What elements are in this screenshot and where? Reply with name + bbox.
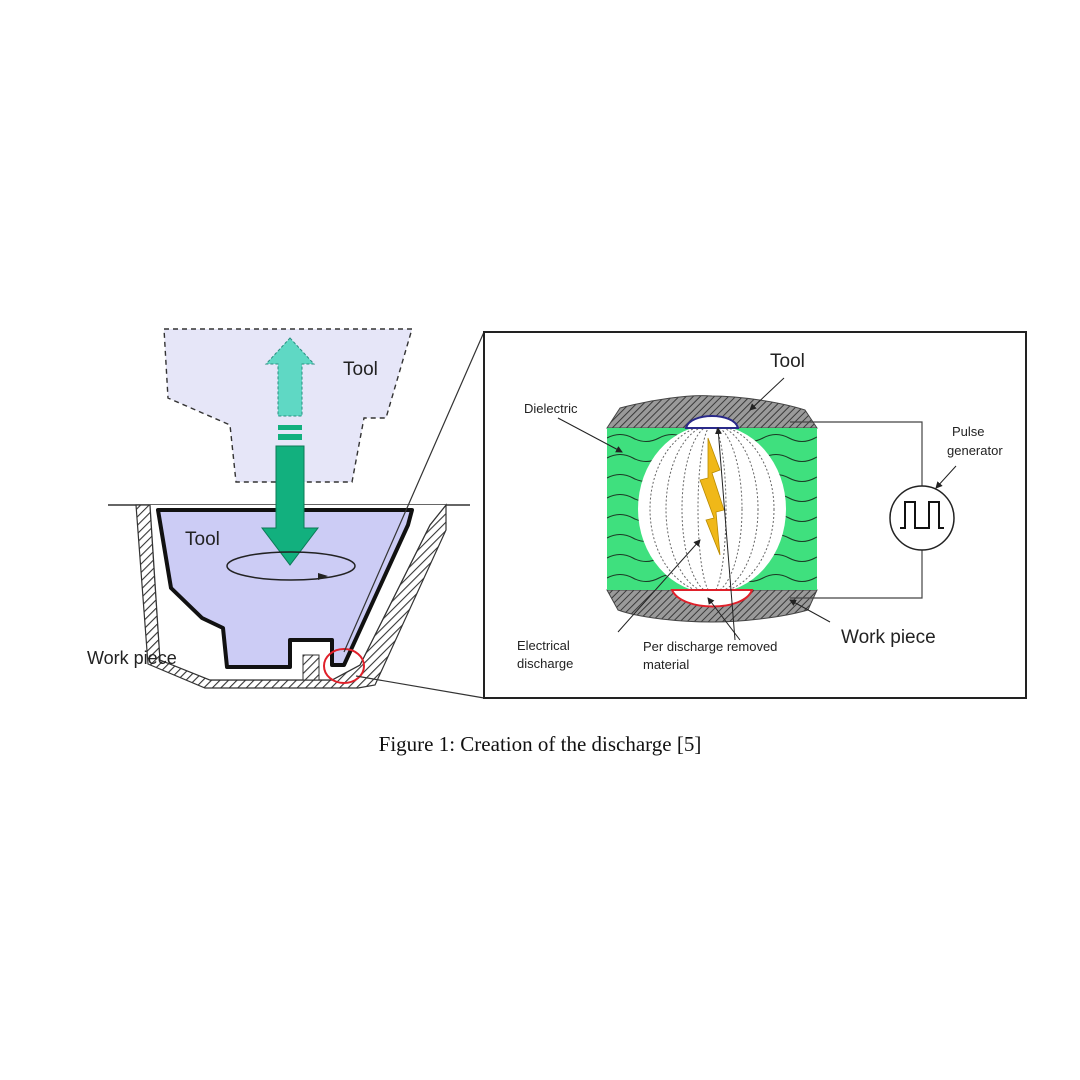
pulse-generator <box>889 485 955 551</box>
removed-label-line1: Per discharge removed <box>643 639 777 654</box>
arrow-down-icon <box>260 445 320 566</box>
leader-dielectric <box>557 417 623 453</box>
rotation-arrow-icon <box>318 573 328 580</box>
tool-lower-shape <box>156 508 414 669</box>
tool-crater <box>684 415 740 429</box>
tool-lower-label: Tool <box>185 529 220 550</box>
detail-panel: Tool Dielectric Pulse generator Electric… <box>483 331 1027 699</box>
highlight-ellipse <box>323 648 365 684</box>
zoom-line-top <box>343 331 485 653</box>
pulse-label-line2: generator <box>947 443 1003 458</box>
arrow-dash-1 <box>278 425 302 430</box>
pulse-wave-icon <box>900 501 944 529</box>
leader-removed-2 <box>707 597 741 641</box>
zoom-line-bottom <box>355 675 485 699</box>
workpiece-label-left: Work piece <box>87 648 177 668</box>
workpiece-bump <box>302 654 320 681</box>
arrow-up-icon <box>264 337 316 417</box>
rotation-ellipse <box>226 551 356 581</box>
leader-electrical <box>617 539 701 633</box>
tool-upper-label: Tool <box>343 359 378 380</box>
leader-removed-1 <box>714 427 736 641</box>
leader-pulse <box>935 465 957 489</box>
figure-caption: Figure 1: Creation of the discharge [5] <box>378 732 702 756</box>
electrical-label-line2: discharge <box>517 656 573 671</box>
circuit-wire-top <box>790 421 923 486</box>
removed-label-line2: material <box>643 657 689 672</box>
tool-electrode <box>606 395 818 429</box>
left-overview: Tool Tool Work piece <box>87 328 485 699</box>
dielectric-label: Dielectric <box>524 401 578 416</box>
electrical-label-line1: Electrical <box>517 638 570 653</box>
leader-workpiece <box>789 599 831 623</box>
circuit-wire-bottom <box>790 550 923 599</box>
detail-tool-label: Tool <box>770 351 805 372</box>
pulse-label-line1: Pulse <box>952 424 985 439</box>
spark-icon <box>699 437 725 556</box>
arrow-dash-2 <box>278 434 302 440</box>
leader-tool <box>749 377 785 411</box>
detail-workpiece-label: Work piece <box>841 627 936 648</box>
field-lines <box>649 428 775 590</box>
